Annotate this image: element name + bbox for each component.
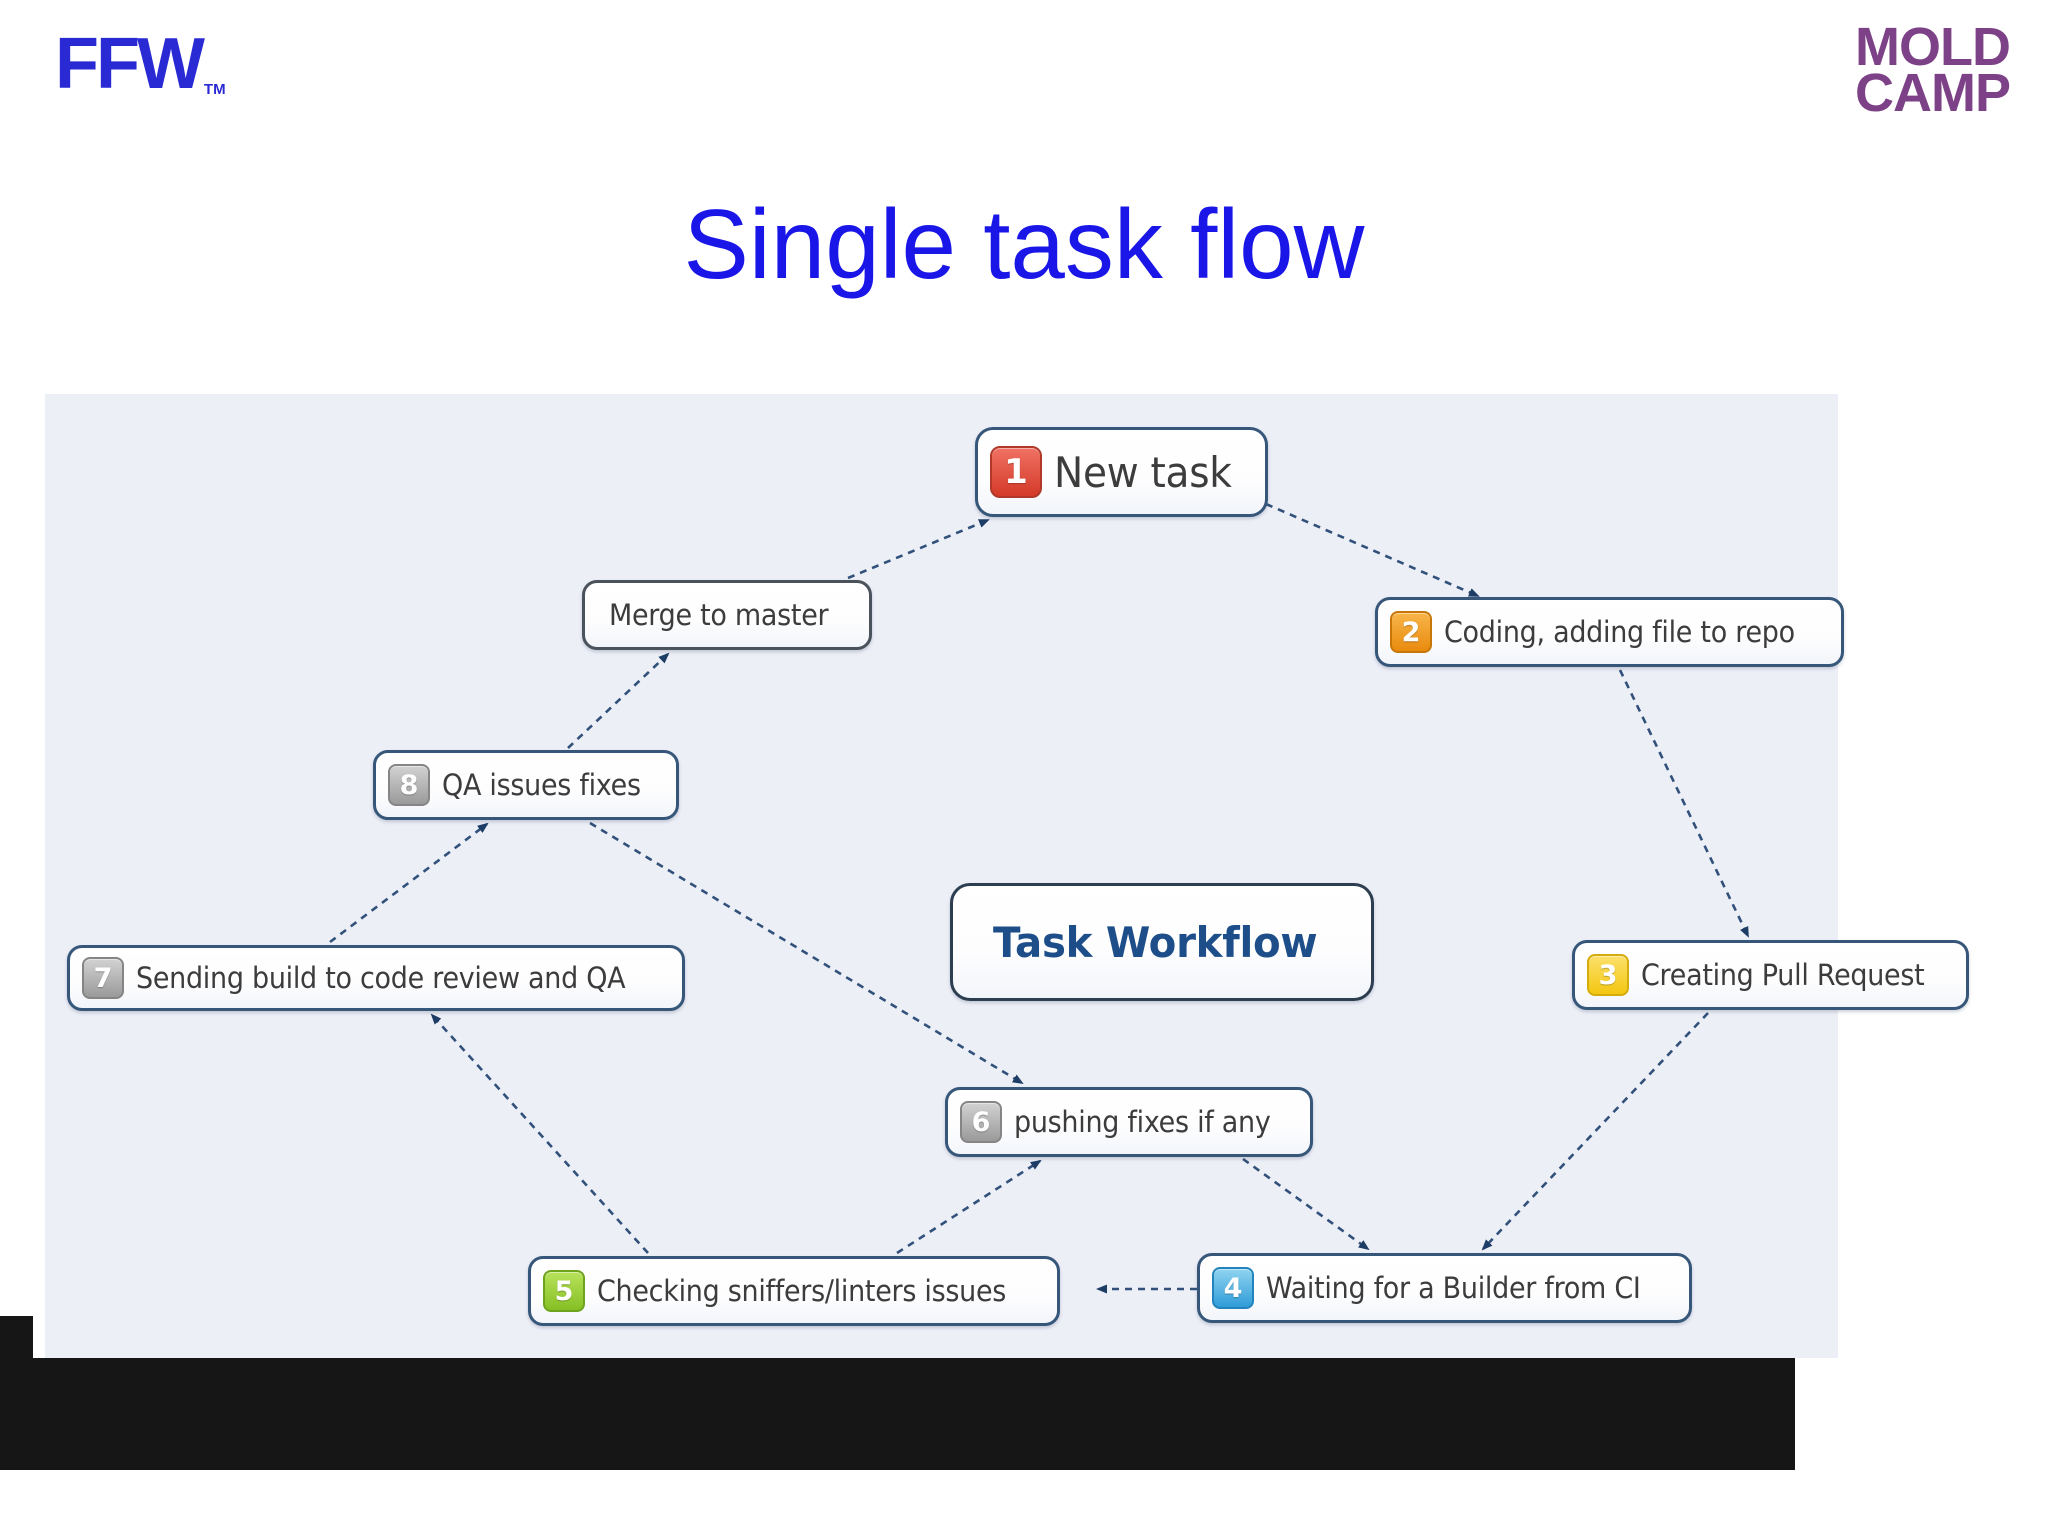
node-pull-request[interactable]: 3 Creating Pull Request — [1572, 940, 1969, 1010]
node-merge-master[interactable]: Merge to master — [582, 580, 872, 650]
node-label: Merge to master — [609, 598, 829, 632]
badge-6: 6 — [960, 1101, 1002, 1143]
bottom-band — [0, 1358, 1795, 1470]
badge-2: 2 — [1390, 611, 1432, 653]
slide-title: Single task flow — [683, 189, 1365, 299]
moldcamp-line2: CAMP — [1855, 63, 2011, 124]
ffw-trademark: TM — [203, 81, 226, 98]
node-coding[interactable]: 2 Coding, adding file to repo — [1375, 597, 1845, 667]
diagram-panel — [45, 394, 1838, 1358]
badge-4: 4 — [1212, 1267, 1254, 1309]
badge-3: 3 — [1587, 954, 1629, 996]
node-label: Waiting for a Builder from CI — [1266, 1271, 1641, 1305]
node-task-workflow[interactable]: Task Workflow — [950, 883, 1374, 1001]
node-waiting-ci[interactable]: 4 Waiting for a Builder from CI — [1197, 1253, 1692, 1323]
node-qa-fixes[interactable]: 8 QA issues fixes — [373, 750, 679, 820]
node-checking-sniffers[interactable]: 5 Checking sniffers/linters issues — [528, 1256, 1060, 1326]
node-label: Sending build to code review and QA — [136, 961, 626, 995]
badge-1: 1 — [990, 446, 1042, 498]
node-label: Task Workflow — [993, 917, 1318, 967]
node-pushing-fixes[interactable]: 6 pushing fixes if any — [945, 1087, 1313, 1157]
node-label: Checking sniffers/linters issues — [597, 1274, 1007, 1308]
node-label: QA issues fixes — [442, 768, 641, 802]
node-label: Creating Pull Request — [1641, 958, 1925, 992]
node-label: pushing fixes if any — [1014, 1105, 1271, 1139]
node-sending-build[interactable]: 7 Sending build to code review and QA — [67, 945, 686, 1011]
badge-8: 8 — [388, 764, 430, 806]
moldcamp-logo: MOLD CAMP — [1855, 17, 2011, 124]
badge-7: 7 — [82, 957, 124, 999]
node-label: Coding, adding file to repo — [1444, 615, 1795, 649]
moldcamp-line1: MOLD — [1855, 17, 2011, 77]
badge-5: 5 — [543, 1270, 585, 1312]
node-label: New task — [1054, 447, 1232, 497]
